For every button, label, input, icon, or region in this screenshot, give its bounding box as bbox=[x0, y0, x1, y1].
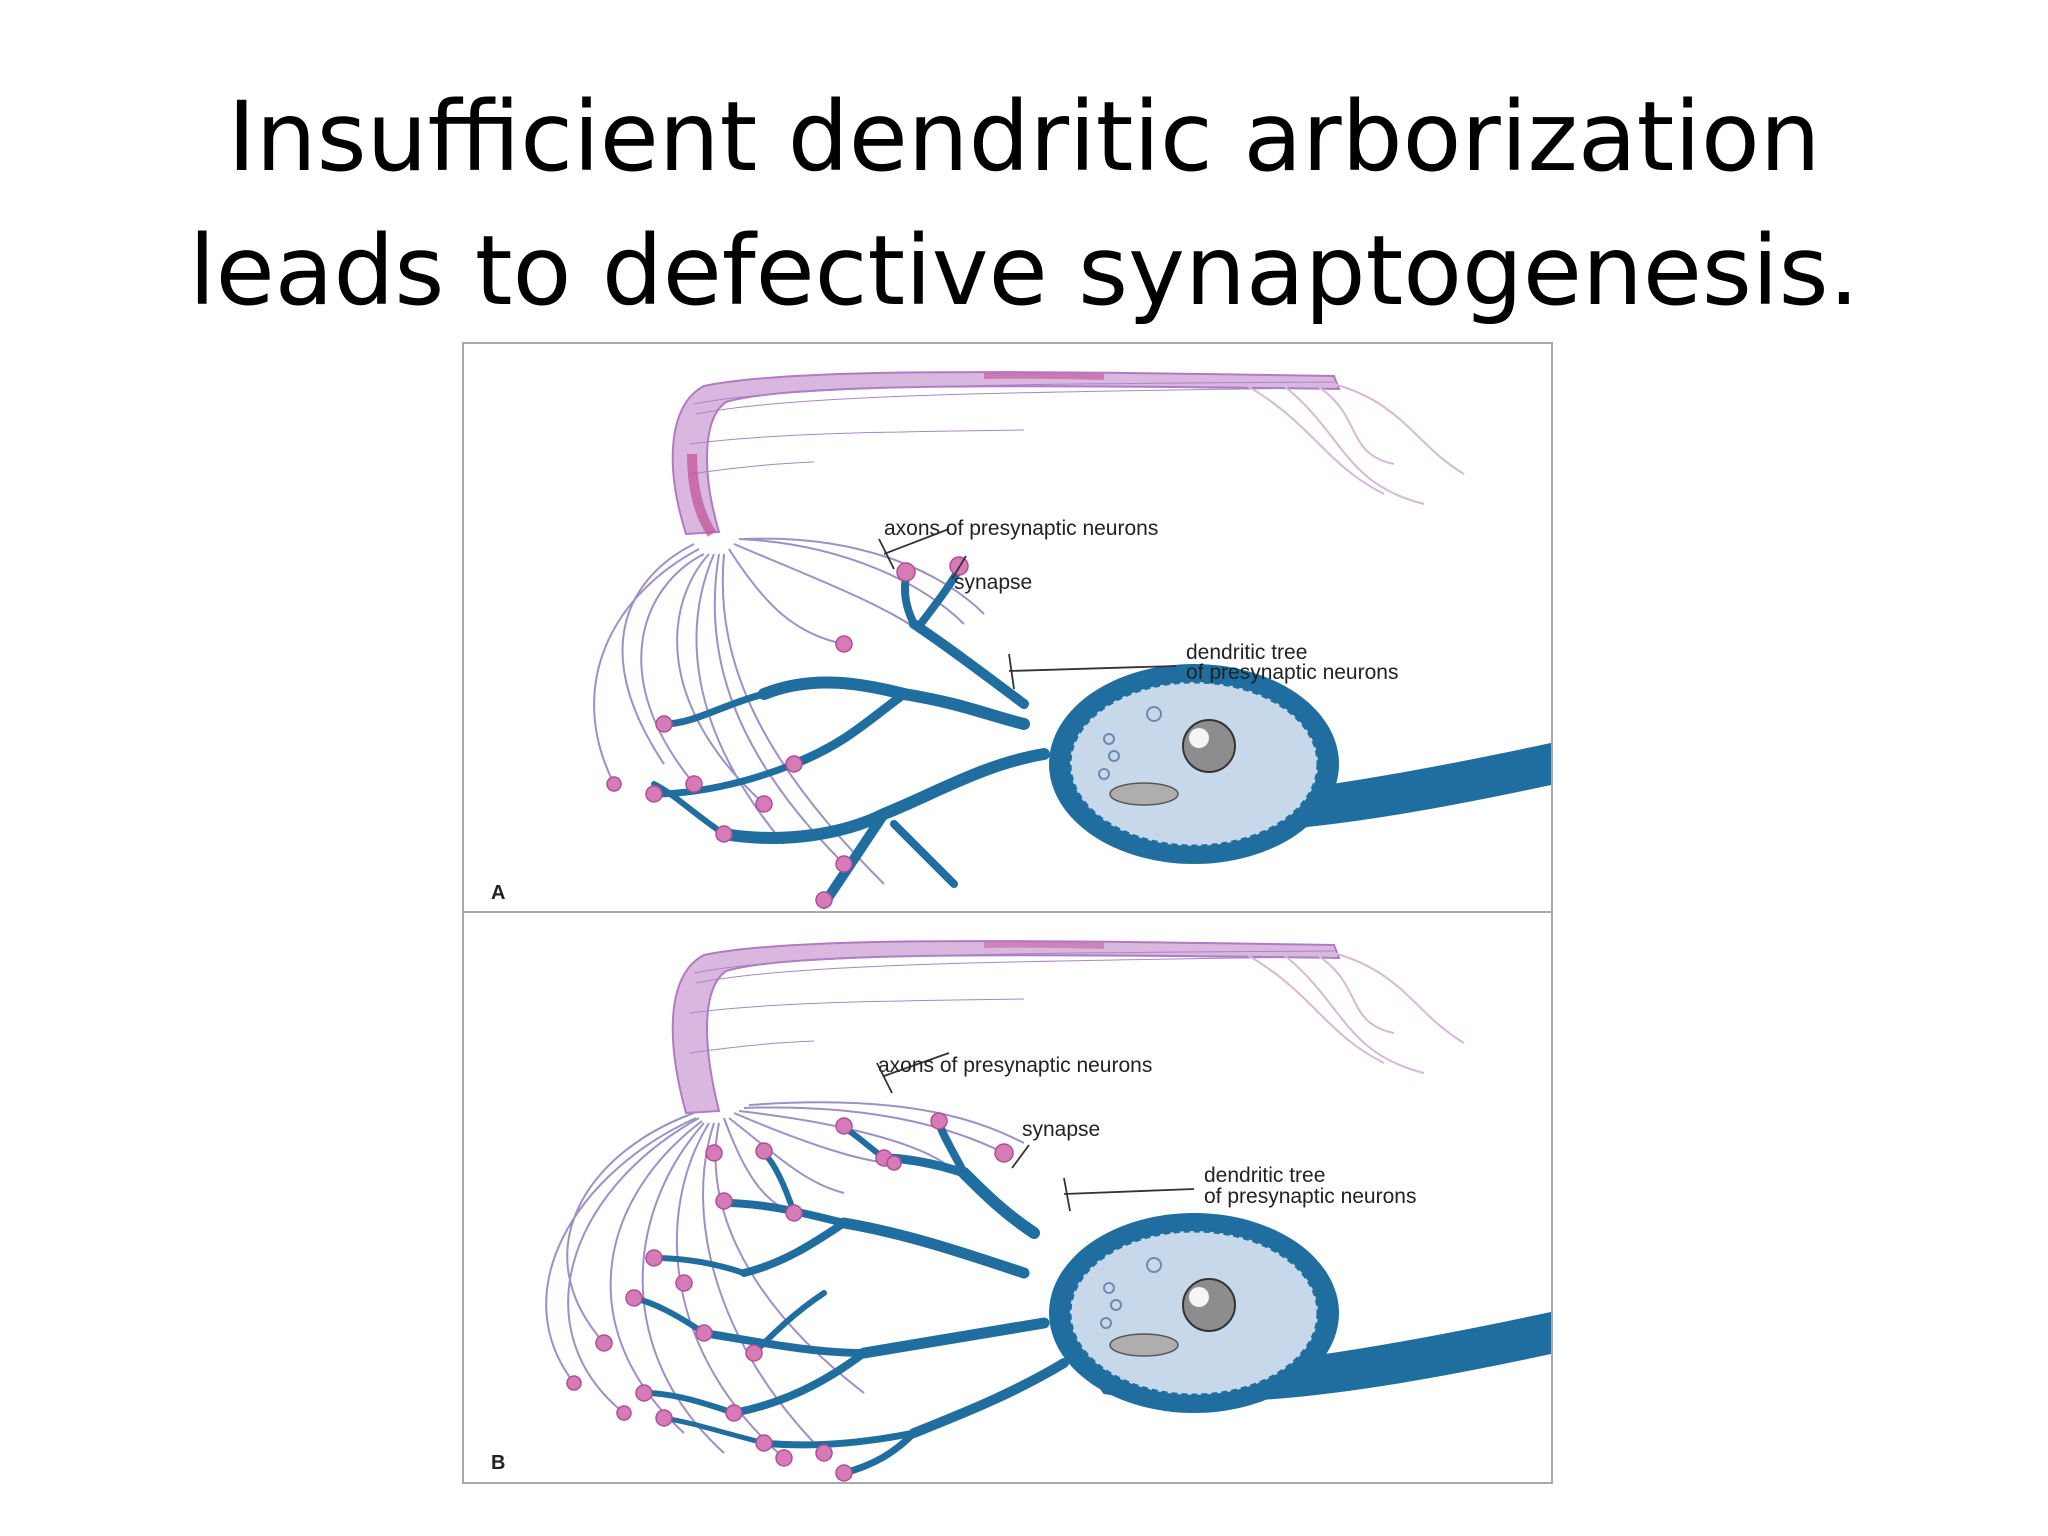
dendritic-label-a-line1: dendritic tree bbox=[1186, 641, 1307, 664]
nucleus bbox=[1182, 719, 1236, 773]
panel-a-illustration: axons of presynaptic neurons synapse den… bbox=[491, 371, 1551, 909]
slide-title-line-1: Insufficient dendritic arborization bbox=[227, 81, 1821, 193]
slide-title: Insufficient dendritic arborization lead… bbox=[0, 70, 2048, 338]
axons-label-b: axons of presynaptic neurons bbox=[878, 1054, 1152, 1077]
synapse-label-a: synapse bbox=[954, 571, 1032, 594]
axon-bundle bbox=[671, 371, 1341, 536]
vesicles bbox=[1098, 706, 1162, 780]
bundle-highlight bbox=[687, 453, 717, 537]
panel-b-letter: B bbox=[491, 1452, 505, 1474]
nucleus bbox=[1182, 1278, 1236, 1332]
frayed-fibers bbox=[1243, 952, 1465, 1074]
dendritic-label-b-line1: dendritic tree bbox=[1204, 1164, 1325, 1187]
axon-bundle bbox=[671, 940, 1341, 1115]
bundle-highlight-top bbox=[983, 372, 1105, 380]
panel-b: axons of presynaptic neurons synapse den… bbox=[464, 913, 1551, 1482]
bundle-striations bbox=[689, 950, 1335, 1054]
bundle-striations bbox=[689, 381, 1335, 475]
nucleus-highlight bbox=[1189, 1287, 1209, 1307]
axons-label-a: axons of presynaptic neurons bbox=[884, 517, 1158, 540]
callout-lines bbox=[878, 528, 1177, 690]
neuron-figure: axons of presynaptic neurons synapse den… bbox=[462, 342, 1553, 1484]
bundle-highlight-top bbox=[983, 941, 1105, 949]
dendritic-label-b-line2: of presynaptic neurons bbox=[1204, 1185, 1416, 1208]
synapse-label-b: synapse bbox=[1022, 1118, 1100, 1141]
dendritic-label-a-line2: of presynaptic neurons bbox=[1186, 661, 1398, 684]
panel-b-illustration: axons of presynaptic neurons synapse den… bbox=[491, 940, 1551, 1482]
callout-lines bbox=[876, 1052, 1195, 1212]
panel-a: axons of presynaptic neurons synapse den… bbox=[464, 344, 1551, 911]
mitochondrion bbox=[1109, 1333, 1179, 1357]
mitochondrion bbox=[1109, 782, 1179, 806]
frayed-fibers bbox=[1243, 383, 1465, 505]
slide-title-line-2: leads to defective synaptogenesis. bbox=[188, 215, 1860, 327]
axon-fibers bbox=[593, 537, 985, 885]
panel-a-letter: A bbox=[491, 882, 505, 904]
panel-divider bbox=[464, 911, 1551, 913]
synapses bbox=[566, 1112, 1014, 1482]
vesicles bbox=[1100, 1257, 1162, 1329]
nucleus-highlight bbox=[1189, 728, 1209, 748]
